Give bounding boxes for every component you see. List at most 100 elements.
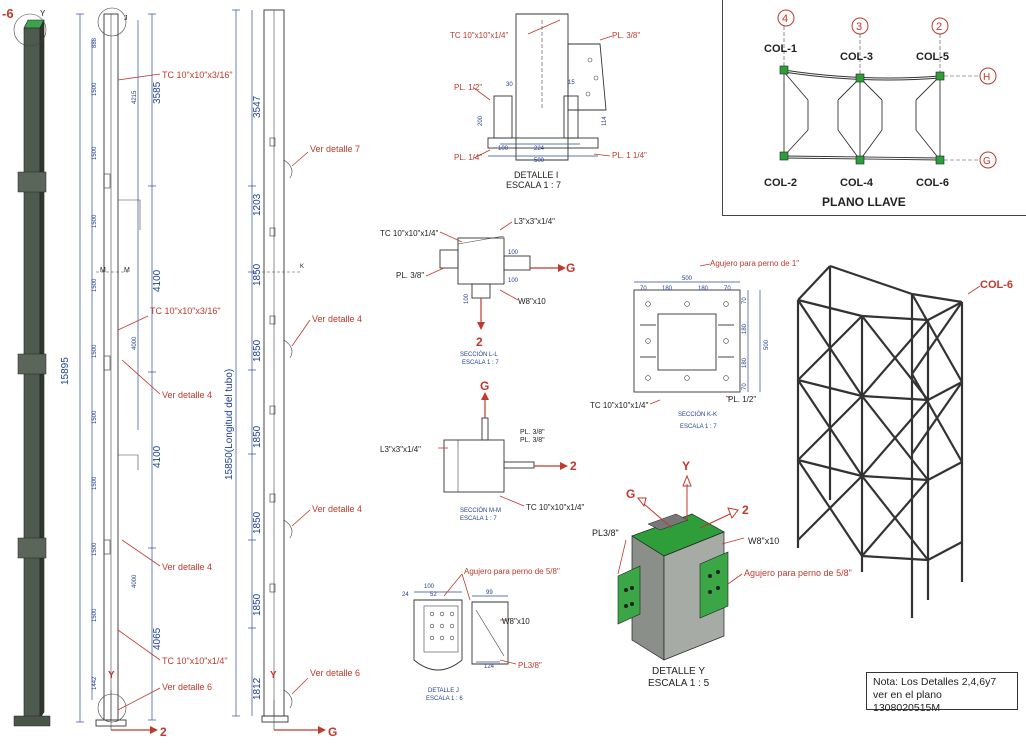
detalle-i-drawing (473, 13, 613, 161)
dim-l-100-b: 100 (508, 278, 519, 284)
callout-m-pl-b: PL. 3/8" (520, 437, 545, 444)
dim-i-15: 15 (568, 80, 575, 86)
detalle-y-title: DETALLE Y (652, 666, 705, 677)
callout-j-pl: PL3/8" (518, 661, 542, 670)
corner-label: -6 (2, 6, 14, 21)
callout-tc-1: TC 10"x10"x3/16" (162, 70, 233, 80)
dim-inner-1: 1500 (92, 82, 98, 96)
dim-k-500-side: 500 (764, 339, 770, 350)
axis-2-side: 2 (160, 725, 167, 739)
dim-total-side: 15895 (60, 357, 71, 385)
callout-j-w8: W8"x10 (502, 617, 530, 626)
callout-m-tc: TC 10"x10"x1/4" (526, 503, 584, 512)
dim-k-500-top: 500 (682, 276, 693, 282)
marker-j: J (124, 15, 128, 22)
seccion-m-title: SECCIÓN M-M (460, 507, 501, 514)
seccion-l-scale: ESCALA 1 : 7 (462, 360, 499, 366)
dim-front-1: 3547 (252, 95, 263, 118)
dim-inner-9: 1500 (92, 608, 98, 622)
top-marker-y: Y (40, 9, 46, 18)
callout-j-hole: Agujero para perno de 5/8" (464, 567, 560, 576)
front-elevation (232, 9, 326, 734)
dim-right-2: 4100 (152, 269, 163, 292)
detalle-j-title: DETALLE J (428, 688, 459, 694)
dim-inner-5: 1500 (92, 344, 98, 358)
dim-inner-6: 1500 (92, 410, 98, 424)
dim-k-70-d: 70 (742, 383, 748, 390)
dim-inner-7: 1500 (92, 476, 98, 490)
iso-col-6-label: COL-6 (980, 279, 1013, 291)
callout-i-pl38: PL. 3/8" (612, 31, 640, 40)
detalle-y-scale: ESCALA 1 : 5 (648, 678, 710, 689)
dim-front-2: 1203 (252, 193, 263, 216)
detalle-j-drawing (413, 573, 517, 671)
callout-k-pl: PL. 1/2" (728, 395, 756, 404)
iso-frame-3d (796, 264, 964, 618)
callout-detalle-4-b: Ver detalle 4 (162, 562, 212, 572)
dim-tube-length: 15850(Longitud del tubo) (224, 369, 235, 480)
dim-right-3: 4100 (152, 445, 163, 468)
callout-i-pl12: PL. 1/2" (454, 83, 482, 92)
dim-mid-3: 4000 (132, 574, 138, 588)
marker-k: K (300, 264, 304, 270)
plan-col-5: COL-5 (916, 51, 949, 63)
grid-3: 3 (856, 21, 862, 33)
seccion-l-title: SECCIÓN L-L (460, 351, 498, 358)
dim-i-114: 114 (602, 116, 608, 126)
grid-2: 2 (936, 21, 942, 33)
seccion-k-scale: ESCALA 1 : 7 (680, 424, 717, 430)
plan-col-2: COL-2 (764, 177, 797, 189)
dim-front-5: 1850 (252, 425, 263, 448)
key-plan-drawing (777, 9, 997, 169)
plan-col-4: COL-4 (840, 177, 874, 189)
dim-l-100-a: 100 (508, 250, 519, 256)
detalle-i-title: DETALLE I (514, 170, 558, 180)
dim-inner-4: 1500 (92, 278, 98, 292)
dim-j-24: 24 (402, 592, 409, 598)
side-elevation (76, 7, 161, 734)
callout-l-w8: W8"x10 (518, 297, 546, 306)
dim-inner-8: 1500 (92, 542, 98, 556)
axis-y-detail: Y (682, 459, 690, 473)
key-plan-frame (722, 0, 1026, 216)
axis-2-l: 2 (476, 335, 483, 349)
dim-k-180-c: 180 (742, 323, 748, 334)
seccion-m-drawing (438, 392, 568, 507)
dim-i-224: 224 (534, 146, 545, 152)
axis-y-side: Y (108, 670, 115, 681)
dim-k-70-a: 70 (640, 286, 647, 292)
detalle-j-scale: ESCALA 1 : 6 (426, 696, 463, 702)
dim-k-180-d: 180 (742, 357, 748, 368)
dim-inner-3: 1500 (92, 214, 98, 228)
dim-l-100-c: 100 (464, 293, 470, 304)
callout-k-hole: Agujero para perno de 1" (710, 259, 799, 268)
seccion-m-scale: ESCALA 1 : 7 (460, 516, 497, 522)
callout-k-tc: TC 10"x10"x1/4" (590, 401, 648, 410)
dim-mid-1: 4215 (132, 90, 138, 104)
callout-y-pl: PL3/8" (592, 528, 619, 538)
callout-i-tc: TC 10"x10"x1/4" (450, 31, 508, 40)
callout-detalle-6: Ver detalle 6 (162, 682, 212, 692)
seccion-l-drawing (425, 221, 566, 330)
dim-front-3: 1850 (252, 263, 263, 286)
callout-detalle-6-front: Ver detalle 6 (310, 668, 360, 678)
callout-detalle-4-c: Ver detalle 4 (312, 314, 362, 324)
callout-detalle-7: Ver detalle 7 (310, 144, 360, 154)
dim-i-500: 500 (534, 158, 545, 164)
plan-col-3: COL-3 (840, 51, 873, 63)
dim-right-1: 3585 (152, 81, 163, 104)
axis-2-m: 2 (570, 459, 577, 473)
dim-i-30: 30 (506, 82, 513, 88)
dim-inner-2: 1500 (92, 146, 98, 160)
axis-y-front: Y (270, 670, 277, 681)
seccion-k-drawing (633, 263, 761, 405)
axis-g-front: G (328, 725, 337, 739)
grid-g: G (983, 156, 991, 167)
callout-i-pl114: PL. 1 1/4" (612, 151, 647, 160)
dim-bottom: 1442 (92, 676, 98, 690)
callout-y-w8: W8"x10 (748, 536, 779, 546)
callout-y-hole: Agujero para perno de 5/8" (744, 568, 852, 578)
column-3d-view (13, 13, 51, 727)
dim-right-4: 4065 (152, 627, 163, 650)
callout-tc-3: TC 10"x10"x1/4" (162, 656, 228, 666)
